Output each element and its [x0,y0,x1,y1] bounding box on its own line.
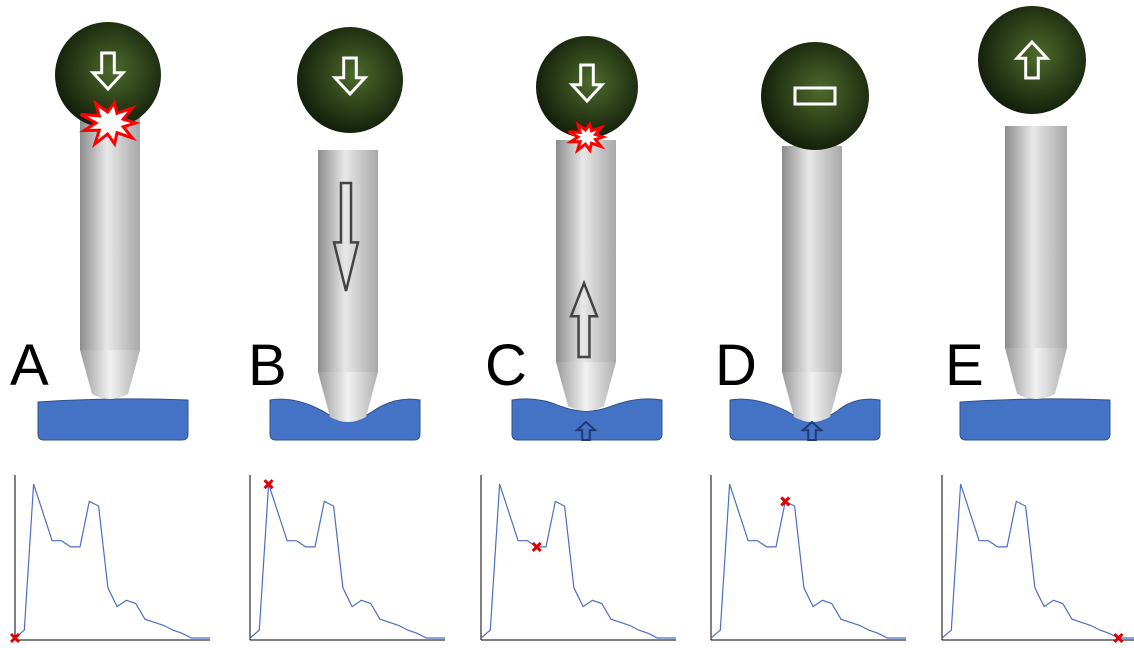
down-arrow-icon [332,181,360,292]
cross-marker-icon [780,496,791,507]
force-curve [14,483,210,639]
up-arrow-icon [1013,39,1051,80]
down-arrow-icon [331,56,369,97]
substrate [511,398,663,441]
panel-c [480,36,676,641]
up-arrow-icon [574,420,598,441]
panel-label-c: C [485,333,527,398]
panel-b [249,27,445,641]
rod-tip [80,350,140,399]
force-curve [480,483,676,639]
panel-label-b: B [248,333,287,398]
rod-body [782,146,842,372]
ball [55,22,161,128]
rod-tip [1005,348,1067,399]
force-curve [710,483,906,639]
mini-chart [9,475,210,644]
cross-marker-icon [531,541,542,553]
up-arrow-icon [569,279,599,359]
rod-tip [556,362,616,411]
ball [536,36,638,138]
panel-d [710,42,906,641]
rod-body [1005,126,1067,348]
mini-chart [480,475,676,641]
cross-marker-icon [9,632,21,644]
down-arrow-icon [89,51,127,92]
rectangle-icon [793,86,837,106]
rod-body [318,150,378,372]
panel-label-d: D [715,333,757,398]
mini-chart [710,475,906,641]
cross-marker-icon [1113,632,1124,644]
rod-body [556,140,616,362]
mini-chart [249,475,445,641]
mini-chart [941,475,1134,644]
panel-label-a: A [10,333,49,398]
up-arrow-icon [800,420,824,441]
panel-e [941,6,1134,644]
cross-marker-icon [263,479,274,490]
substrate [37,398,189,441]
impact-spark-icon [78,99,141,149]
panel-a [9,22,210,644]
rod-tip [782,372,842,422]
substrate [959,398,1111,441]
force-curve [249,483,445,639]
down-arrow-icon [568,63,606,104]
impact-spark-icon [565,121,608,155]
panel-label-e: E [945,333,984,398]
ball [978,6,1086,114]
force-curve [941,483,1134,639]
rod-body [80,110,140,350]
ball [297,27,403,133]
ball [761,42,869,150]
rod-tip [318,372,378,422]
